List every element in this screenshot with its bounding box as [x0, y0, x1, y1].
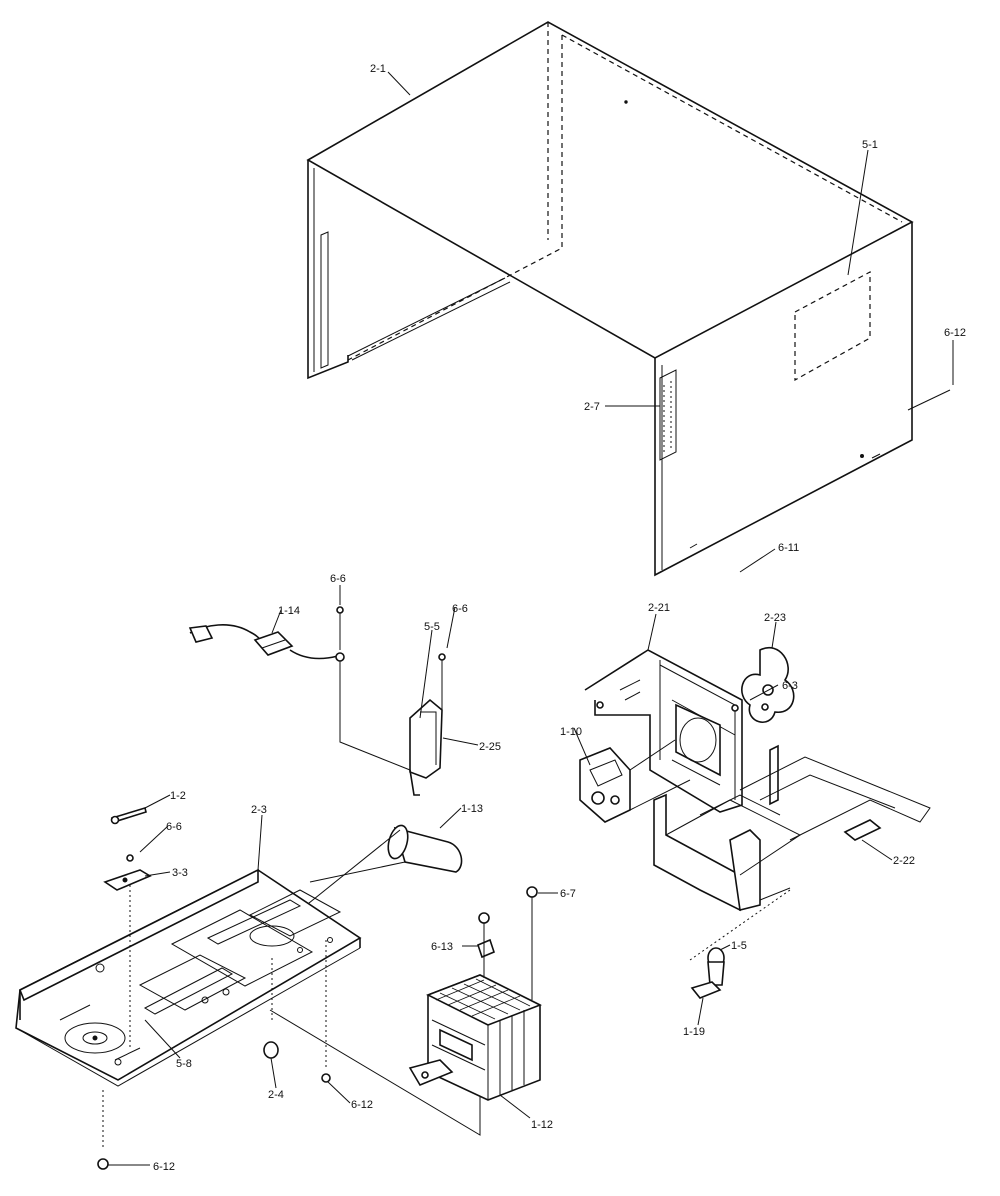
label-2-21: 2-21 [648, 602, 670, 614]
label-6-12-base: 6-12 [351, 1099, 373, 1111]
label-6-12-bottom: 6-12 [153, 1161, 175, 1173]
capacitor-bracket [409, 653, 446, 796]
label-6-7: 6-7 [560, 888, 576, 900]
label-2-3: 2-3 [251, 804, 267, 816]
capacitor [247, 824, 463, 953]
label-2-4: 2-4 [268, 1089, 284, 1101]
label-1-5: 1-5 [731, 940, 747, 952]
label-6-6-fuse: 6-6 [330, 573, 346, 585]
part-labels: 2-1 5-1 6-12 2-7 6-11 6-6 1-14 5-5 6-6 2… [153, 63, 966, 1173]
chassis-frame [584, 649, 743, 813]
outer-case [306, 21, 914, 577]
label-2-25: 2-25 [479, 741, 501, 753]
label-2-23: 2-23 [764, 612, 786, 624]
lamp [690, 947, 725, 999]
label-1-13: 1-13 [461, 803, 483, 815]
base-bracket [653, 744, 931, 961]
label-1-19: 1-19 [683, 1026, 705, 1038]
label-2-7: 2-7 [584, 401, 600, 413]
label-1-10: 1-10 [560, 726, 582, 738]
fan-blade [741, 647, 795, 723]
label-6-12-top: 6-12 [944, 327, 966, 339]
transformer [408, 886, 542, 1101]
fan-motor [579, 739, 691, 823]
label-6-3: 6-3 [782, 680, 798, 692]
label-5-8: 5-8 [176, 1058, 192, 1070]
label-2-22: 2-22 [893, 855, 915, 867]
label-1-12: 1-12 [531, 1119, 553, 1131]
leader-lines [108, 71, 954, 1166]
base-plate [15, 868, 481, 1148]
label-5-5: 5-5 [424, 621, 440, 633]
label-6-6-bracket: 6-6 [452, 603, 468, 615]
fuse-assembly [188, 606, 411, 771]
label-3-3: 3-3 [172, 867, 188, 879]
label-6-6-base: 6-6 [166, 821, 182, 833]
label-6-13: 6-13 [431, 941, 453, 953]
label-1-14: 1-14 [278, 605, 300, 617]
label-5-1: 5-1 [862, 139, 878, 151]
label-1-2: 1-2 [170, 790, 186, 802]
label-6-11: 6-11 [778, 542, 799, 554]
base-hardware [97, 806, 331, 1170]
label-2-1: 2-1 [370, 63, 386, 75]
